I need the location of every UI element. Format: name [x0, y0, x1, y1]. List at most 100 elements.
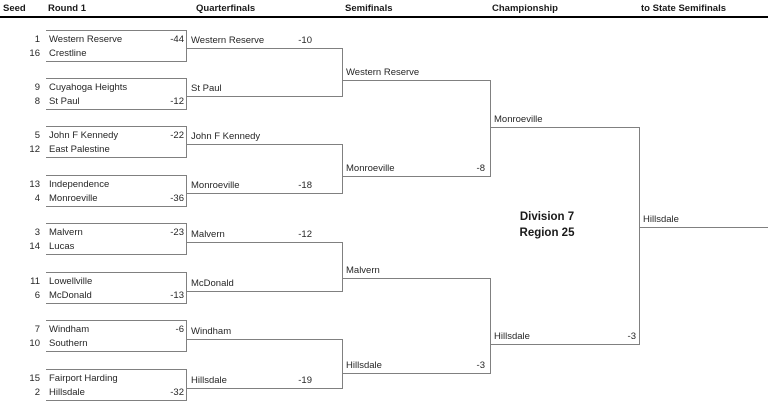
seed: 12	[29, 144, 40, 155]
division-label: Division 7	[519, 211, 575, 223]
match-box-r1-g7	[46, 320, 187, 352]
bracket-connector-qf3	[342, 242, 343, 292]
seed: 15	[29, 373, 40, 384]
seed: 9	[34, 82, 40, 93]
team-name: Monroeville	[49, 193, 98, 204]
bracket-connector-qf2	[342, 144, 343, 194]
bracket-connector-qf1	[342, 48, 343, 97]
team-score: -10	[298, 35, 312, 46]
team-score: -3	[476, 360, 485, 371]
match-box-r1-g5	[46, 223, 187, 255]
match-box-r1-g2	[46, 78, 187, 110]
bracket-connector-qf4	[342, 339, 343, 389]
team-name: Monroeville	[494, 114, 543, 125]
team-name: Malvern	[346, 265, 380, 276]
bracket-line-qf	[187, 48, 342, 49]
seed: 2	[34, 387, 40, 398]
team-name: Hillsdale	[191, 375, 227, 386]
team-name: John F Kennedy	[49, 130, 119, 141]
match-box-r1-g3	[46, 126, 187, 158]
match-box-r1-g8	[46, 369, 187, 401]
seed: 16	[29, 48, 40, 59]
team-score: -19	[298, 375, 312, 386]
seed: 11	[30, 276, 40, 287]
seed: 1	[34, 34, 40, 45]
team-name: Windham	[49, 324, 90, 335]
team-score: -6	[175, 324, 184, 335]
team-score: -13	[170, 290, 184, 301]
seed: 3	[34, 227, 40, 238]
seed: 6	[34, 290, 40, 301]
team-name: Malvern	[191, 229, 225, 240]
team-score: -8	[476, 163, 485, 174]
team-score: -22	[170, 130, 184, 141]
team-score: -23	[170, 227, 184, 238]
team-name: Hillsdale	[494, 331, 530, 342]
team-name: Monroeville	[346, 163, 395, 174]
team-score: -32	[170, 387, 184, 398]
team-score: -18	[298, 180, 312, 191]
bracket-line-sf	[342, 373, 490, 374]
bracket-line-sf	[342, 278, 490, 279]
seed: 14	[29, 241, 40, 252]
team-score: -12	[298, 229, 312, 240]
column-header-semifinals: Semifinals	[345, 3, 393, 14]
team-name: Windham	[191, 326, 232, 337]
team-name: Western Reserve	[49, 34, 123, 45]
team-name: Independence	[49, 179, 110, 190]
region-label: Region 25	[519, 227, 575, 239]
team-score: -36	[170, 193, 184, 204]
bracket-line-qf	[187, 339, 342, 340]
bracket-connector-sf2	[490, 278, 491, 374]
bracket-connector-sf1	[490, 80, 491, 177]
bracket-line-qf	[187, 291, 342, 292]
bracket-line-qf	[187, 96, 342, 97]
team-name: Southern	[49, 338, 88, 349]
team-score: -44	[170, 34, 184, 45]
seed: 8	[34, 96, 40, 107]
team-name: Hillsdale	[346, 360, 382, 371]
team-name: Hillsdale	[49, 387, 85, 398]
bracket-line-championship	[490, 127, 639, 128]
team-name: Cuyahoga Heights	[49, 82, 128, 93]
bracket-line-championship	[490, 344, 639, 345]
team-name: John F Kennedy	[191, 131, 261, 142]
team-name: Monroeville	[191, 180, 240, 191]
team-name: St Paul	[49, 96, 80, 107]
team-name: Lowellville	[49, 276, 93, 287]
team-score: -3	[627, 331, 636, 342]
column-header-quarterfinals: Quarterfinals	[196, 3, 256, 14]
bracket-line-qf	[187, 144, 342, 145]
team-name: Lucas	[49, 241, 75, 252]
team-name: St Paul	[191, 83, 222, 94]
team-name: Western Reserve	[191, 35, 265, 46]
seed: 7	[34, 324, 40, 335]
column-header-championship: Championship	[492, 3, 558, 14]
team-name: East Palestine	[49, 144, 110, 155]
column-header-round1: Round 1	[48, 3, 86, 14]
column-header-state-semifinals: to State Semifinals	[641, 3, 726, 14]
bracket-line-qf	[187, 388, 342, 389]
match-box-r1-g4	[46, 175, 187, 207]
bracket-connector-championship	[639, 127, 640, 345]
team-name: McDonald	[191, 278, 234, 289]
match-box-r1-g6	[46, 272, 187, 304]
team-name: Western Reserve	[346, 67, 420, 78]
division-region-label: Division 7 Region 25	[480, 209, 614, 241]
team-name: Malvern	[49, 227, 83, 238]
bracket-line-qf	[187, 242, 342, 243]
match-box-r1-g1	[46, 30, 187, 62]
team-score: -12	[170, 96, 184, 107]
header-rule	[0, 16, 768, 18]
bracket-line-qf	[187, 193, 342, 194]
column-header-seed: Seed	[3, 3, 26, 14]
state-semifinalist-team: Hillsdale	[643, 214, 679, 225]
team-name: Crestline	[49, 48, 87, 59]
seed: 13	[29, 179, 40, 190]
bracket-line-sf	[342, 176, 490, 177]
bracket-line-state-semifinal	[639, 227, 768, 228]
seed: 4	[34, 193, 40, 204]
team-name: McDonald	[49, 290, 92, 301]
seed: 5	[34, 130, 40, 141]
